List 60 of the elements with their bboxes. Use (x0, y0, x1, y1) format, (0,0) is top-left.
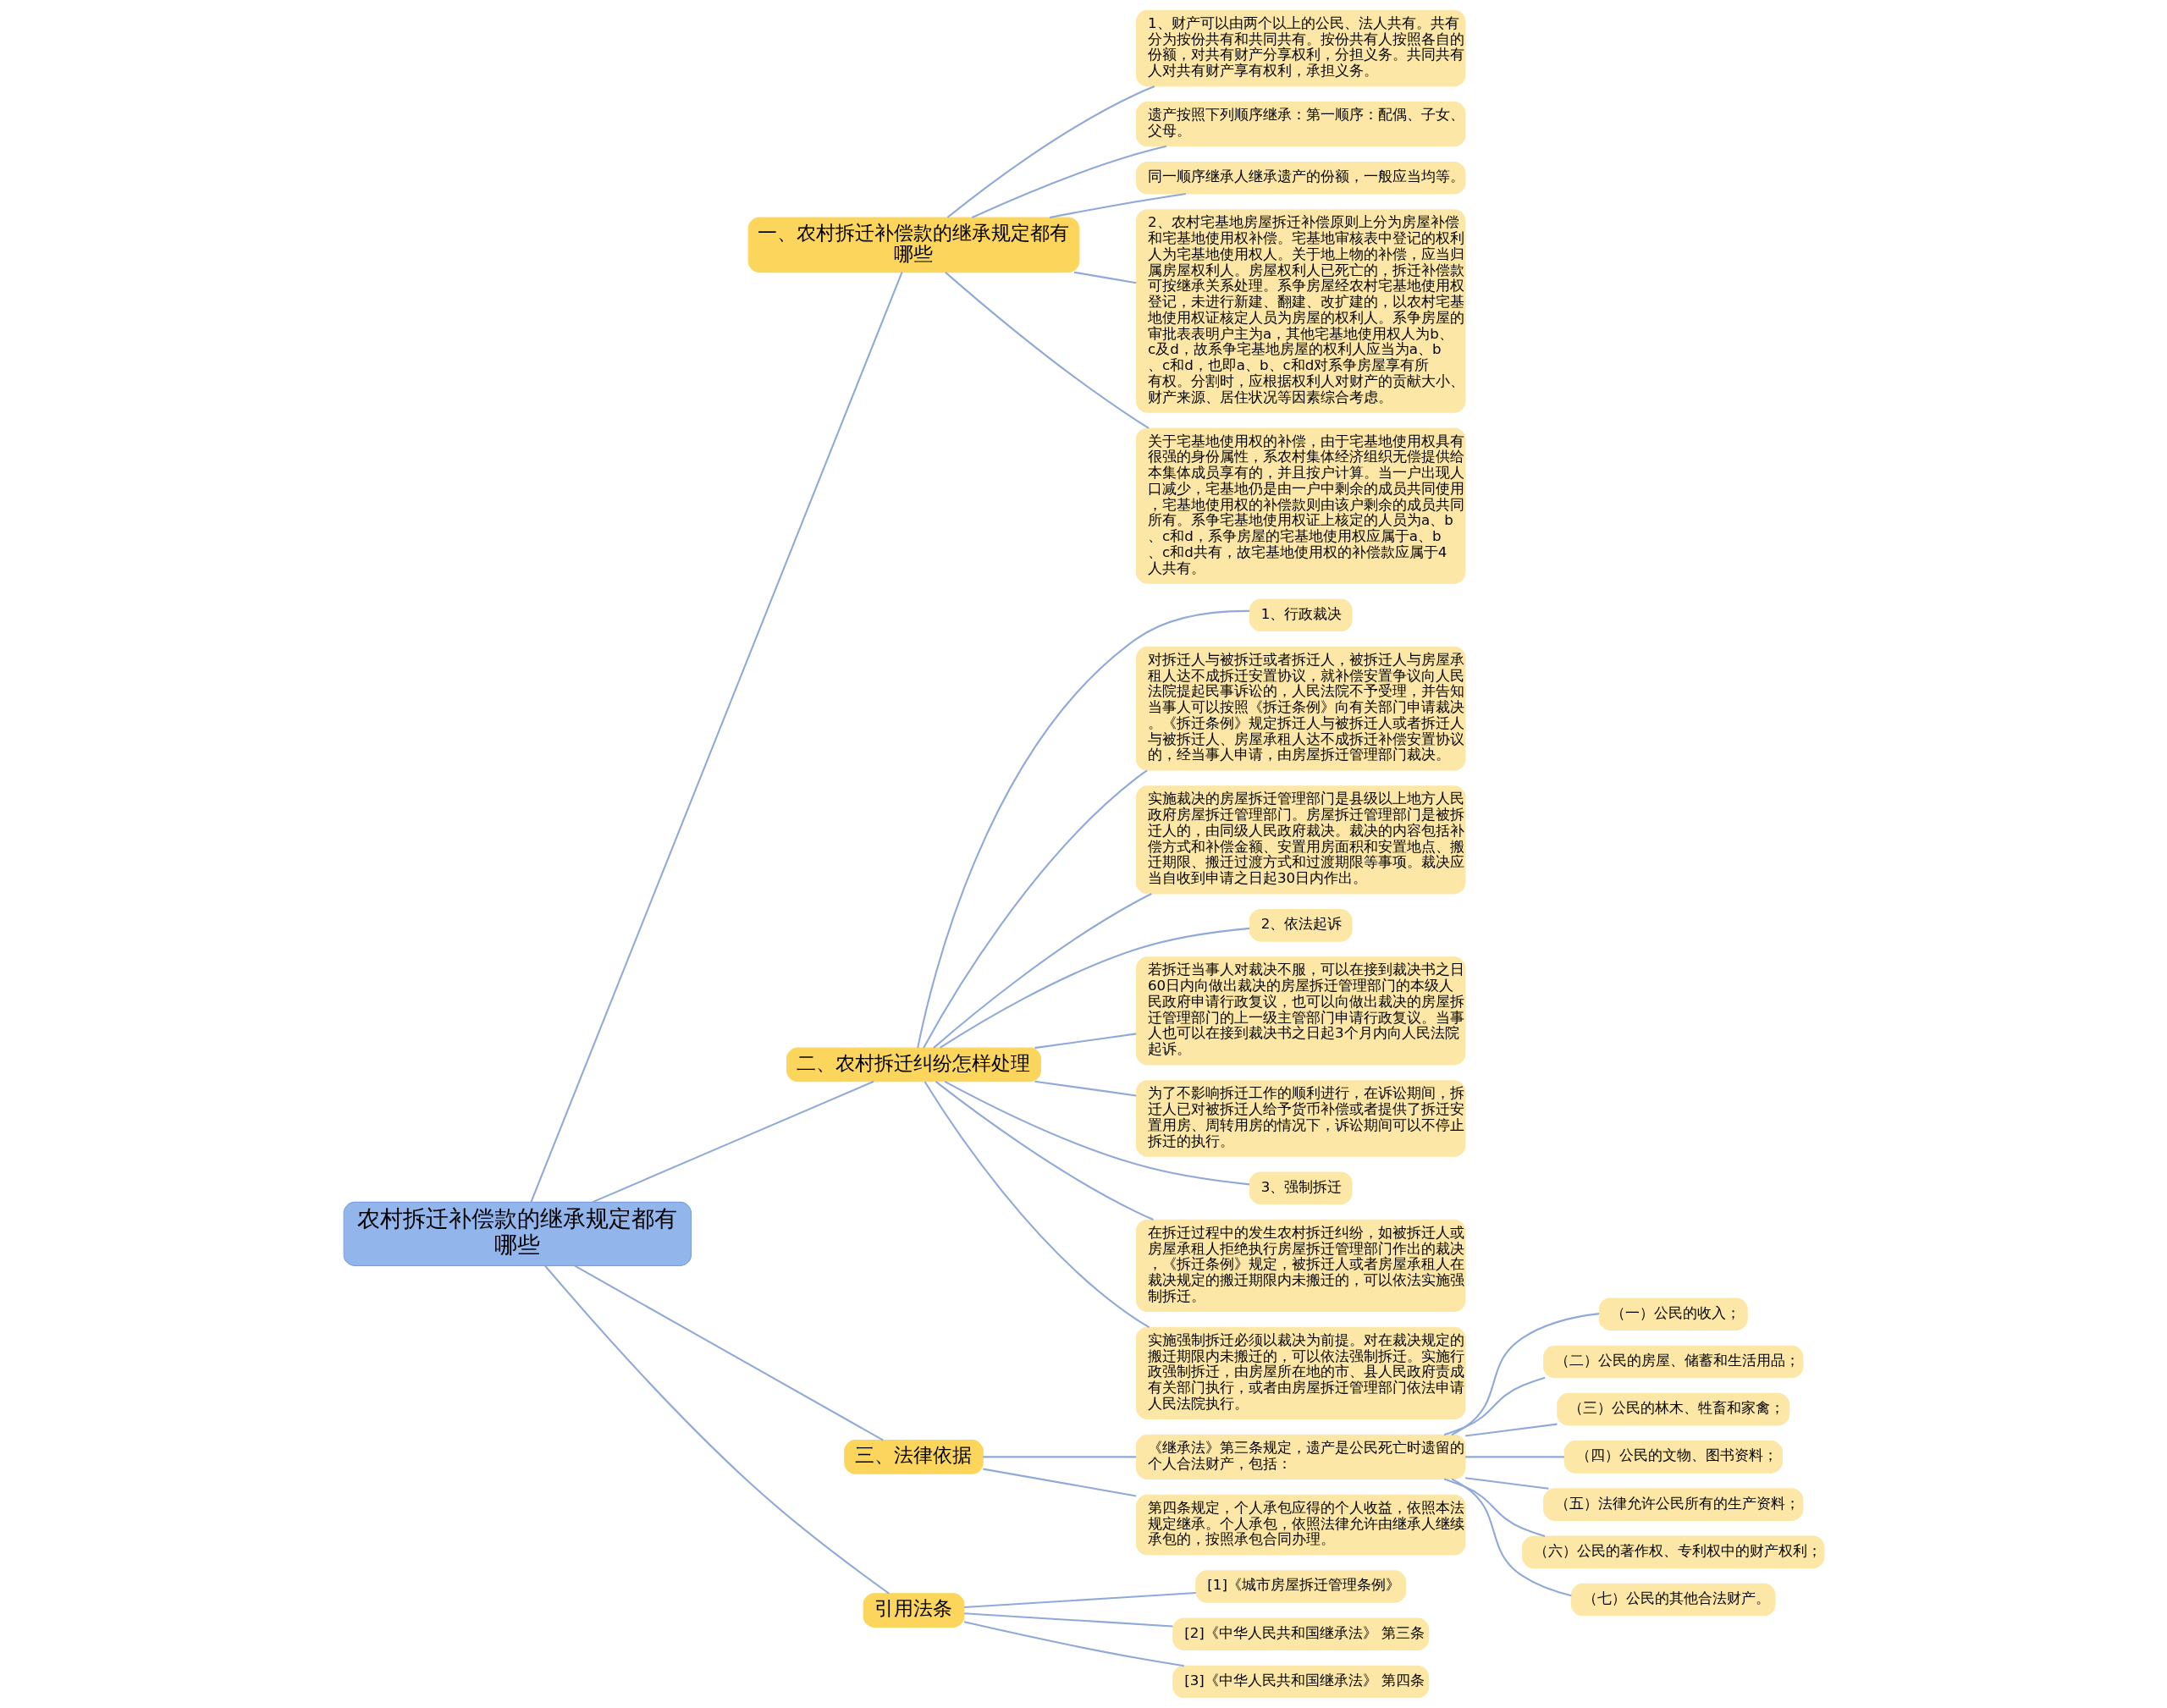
connector (1443, 1376, 1545, 1436)
node-box: 若拆迁当事人对裁决不服，可以在接到裁决书之日60日内向做出裁决的房屋拆迁管理部门的本级人民政府申请行政复议，也可以向做出裁决的房屋拆迁管理部门的上一级主管部门申请行政复议。当事人也可以在接到裁决书之日起3个月内向人民法院起诉。 (1135, 956, 1465, 1066)
connector (916, 609, 1249, 1049)
node-box: 3、强制拆迁 (1249, 1171, 1353, 1204)
node-box: 实施裁决的房屋拆迁管理部门是县级以上地方人民政府房屋拆迁管理部门。房屋拆迁管理部门是被拆迁人的，由同级人民政府裁决。裁决的内容包括补偿方式和补偿金额、安置用房面积和安置地点、搬迁期限、搬迁过渡方式和过渡期限等事项。裁决应当自收到申请之日起30日内作出。 (1135, 785, 1465, 895)
connector (1464, 1456, 1564, 1458)
node-box: （七）公民的其他合法财产。 (1570, 1583, 1776, 1617)
node-box: （四）公民的文物、图书资料； (1563, 1441, 1783, 1474)
connector (946, 85, 1155, 218)
connector (939, 927, 1249, 1049)
node-box: [1]《城市房屋拆迁管理条例》 (1194, 1570, 1406, 1603)
connector (944, 1080, 1249, 1186)
node-box: 引用法条 (863, 1593, 964, 1628)
node-box: （六）公民的著作权、专利权中的财产权利； (1521, 1535, 1824, 1569)
connector (971, 145, 1166, 218)
connector (922, 769, 1148, 1049)
connector (1034, 1080, 1136, 1097)
node-box: 对拆迁人与被拆迁或者拆迁人，被拆迁人与房屋承租人达不成拆迁安置协议，就补偿安置争议向人民法院提起民事诉讼的，人民法院不予受理，并告知当事人可以按照《拆迁条例》向有关部门申请裁决。《拆迁条例》规定拆迁人与被拆迁人或者拆迁人与被拆迁人、房屋承租人达不成拆迁补偿安置协议的，经当事人申请，由房屋拆迁管理部门裁决。 (1135, 646, 1465, 771)
connector (543, 1265, 890, 1595)
connector (1464, 1477, 1549, 1490)
connector (574, 1264, 884, 1441)
connector (591, 1080, 874, 1204)
connector (1451, 1478, 1572, 1597)
node-box: 三、法律依据 (843, 1440, 984, 1474)
connector (1451, 1313, 1599, 1436)
node-box: 1、财产可以由两个以上的公民、法人共有。共有分为按份共有和共同共有。按份共有人按照各自的份额，对共有财产分享权利，分担义务。共同共有人对共有财产享有权利，承担义务。 (1135, 9, 1465, 87)
node-box: 关于宅基地使用权的补偿，由于宅基地使用权具有很强的身份属性，系农村集体经济组织无偿提供给本集体成员享有的，并且按户计算。当一户出现人口减少，宅基地仍是由一户中剩余的成员共同使用，宅基地使用权的补偿款则由该户剩余的成员共同所有。系争宅基地使用权证上核定的人员为a、b、c和d，系争房屋的宅基地使用权应属于a、b、c和d共有，故宅基地使用权的补偿款应属于4人共有。 (1135, 427, 1465, 584)
connector (1443, 1478, 1545, 1537)
connector (982, 1468, 1136, 1497)
node-box: 农村拆迁补偿款的继承规定都有哪些 (343, 1201, 692, 1266)
connector (529, 272, 903, 1203)
connector (963, 1592, 1196, 1609)
node-box: 《继承法》第三条规定，遗产是公民死亡时遗留的个人合法财产，包括： (1135, 1434, 1465, 1479)
node-box: 遗产按照下列顺序继承：第一顺序：配偶、子女、父母。 (1135, 102, 1465, 147)
node-box: 为了不影响拆迁工作的顺利进行，在诉讼期间，拆迁人已对被拆迁人给予货币补偿或者提供了拆迁安置用房、周转用房的情况下，诉讼期间可以不停止拆迁的执行。 (1135, 1080, 1465, 1157)
connector (1464, 1423, 1558, 1437)
node-box: （五）法律允许公民所有的生产资料； (1542, 1488, 1803, 1521)
node-box: 同一顺序继承人继承遗产的份额，一般应当均等。 (1135, 161, 1465, 195)
node-box: （三）公民的林木、牲畜和家禽； (1556, 1392, 1789, 1426)
connector (944, 272, 1150, 429)
connector (963, 1612, 1172, 1628)
connector (982, 1456, 1136, 1458)
node-box: （一）公民的收入； (1598, 1298, 1748, 1331)
node-box: 实施强制拆迁必须以裁决为前提。对在裁决规定的搬迁期限内未搬迁的，可以依法强制拆迁。实施行政强制拆迁，由房屋所在地的市、县人民政府责成有关部门执行，或者由房屋拆迁管理部门依法申请人民法院执行。 (1135, 1326, 1465, 1420)
connector (1073, 271, 1136, 284)
connector (935, 1081, 1154, 1220)
node-box: 1、行政裁决 (1249, 598, 1353, 631)
node-box: 一、农村拆迁补偿款的继承规定都有哪些 (747, 217, 1079, 273)
connector (1034, 1033, 1136, 1050)
node-box: [3]《中华人民共和国继承法》 第四条 (1172, 1665, 1429, 1699)
node-box: 在拆迁过程中的发生农村拆迁纠纷，如被拆迁人或房屋承租人拒绝执行房屋拆迁管理部门作出的裁决，《拆迁条例》规定，被拆迁人或者房屋承租人在裁决规定的搬迁期限内未搬迁的，可以依法实施强制拆迁。 (1135, 1219, 1465, 1313)
node-box: 二、农村拆迁纠纷怎样处理 (786, 1047, 1041, 1083)
node-box: 第四条规定，个人承包应得的个人收益，依照本法规定继承。个人承包，依照法律允许由继承人继续承包的，按照承包合同办理。 (1135, 1494, 1465, 1556)
node-box: [2]《中华人民共和国继承法》 第三条 (1172, 1617, 1429, 1650)
node-box: （二）公民的房屋、储蓄和生活用品； (1542, 1345, 1803, 1379)
node-box: 2、农村宅基地房屋拆迁补偿原则上分为房屋补偿和宅基地使用权补偿。宅基地审核表中登记的权利人为宅基地使用权人。关于地上物的补偿，应当归属房屋权利人。房屋权利人已死亡的，拆迁补偿款可按继承关系处理。系争房屋经农村宅基地使用权登记，未进行新建、翻建、改扩建的，以农村宅基地使用权证核定人员为房屋的权利人。系争房屋的审批表表明户主为a，其他宅基地使用权人为b、c及d，故系争宅基地房屋的权利人应当为a、b、c和d，也即a、b、c和d对系争房屋享有所有权。分割时，应根据权利人对财产的贡献大小、财产来源、居住状况等因素综合考虑。 (1135, 209, 1465, 413)
connector (924, 1081, 1150, 1329)
connector (963, 1621, 1184, 1667)
connector (932, 893, 1152, 1049)
node-box: 2、依法起诉 (1249, 909, 1353, 942)
